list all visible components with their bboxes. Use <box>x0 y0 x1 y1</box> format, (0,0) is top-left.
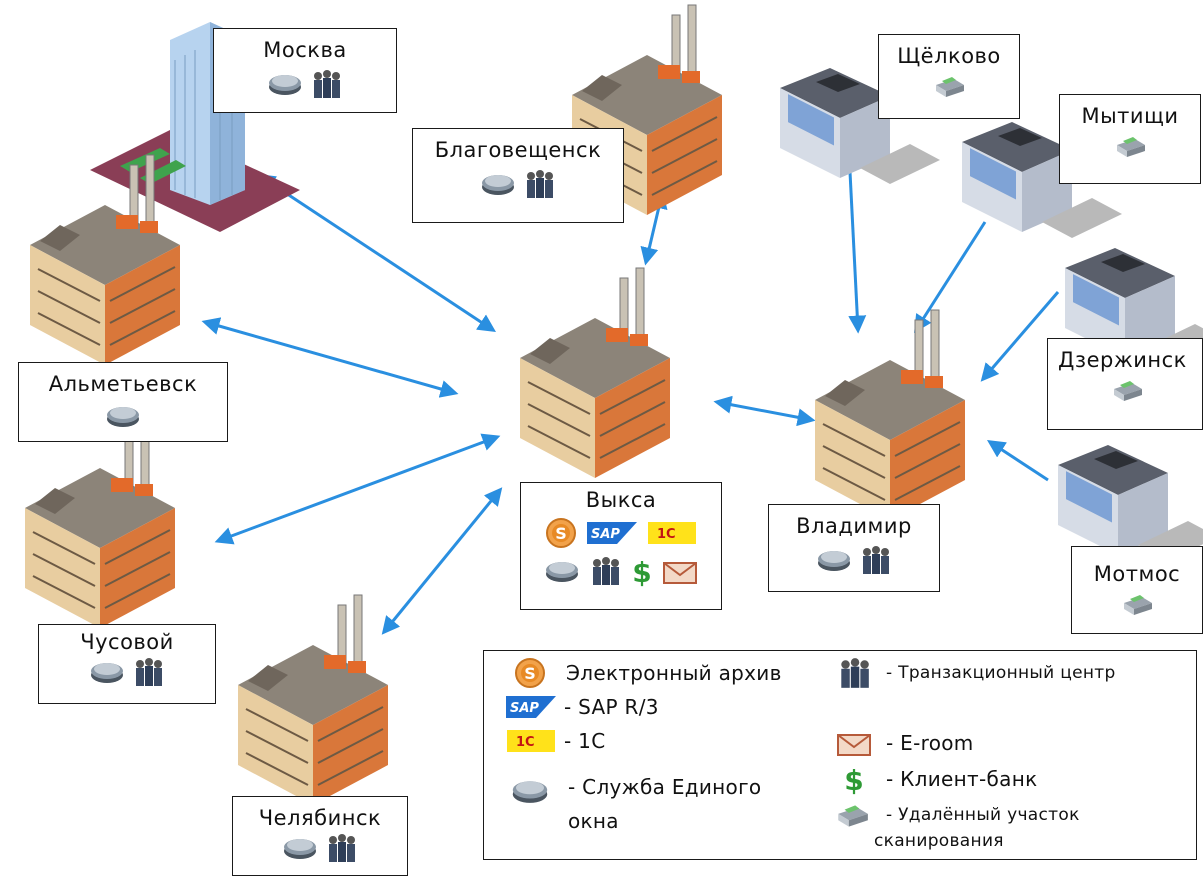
node-label-vladimir: Владимир <box>796 514 912 538</box>
onec-logo-icon: 1С <box>648 522 696 544</box>
sap-logo-icon: SAP <box>587 522 637 544</box>
single-window-icon <box>818 551 850 571</box>
node-label-chelyabinsk: Челябинск <box>258 806 382 830</box>
node-label-almetyevsk: Альметьевск <box>48 372 198 396</box>
node-chusovoy: Чусовой <box>38 624 216 704</box>
arrow-vyksa-vladimir <box>713 395 816 427</box>
svg-text:$: $ <box>632 556 651 587</box>
node-chelyabinsk: Челябинск <box>232 796 408 876</box>
factory-chusovoy-icon <box>24 417 176 629</box>
legend-item-remote: - Удалённый участок сканирования <box>834 803 1080 853</box>
transaction-center-icon <box>329 834 355 862</box>
transaction-center-icon <box>314 70 340 98</box>
legend-item-sap: SAP - SAP R/3 <box>506 695 659 719</box>
factory-chelyabinsk-icon <box>237 594 389 806</box>
node-label-chusovoy: Чусовой <box>80 630 174 654</box>
legend-text-onec: - 1С <box>564 729 606 753</box>
sap-logo-icon: SAP <box>506 696 556 718</box>
node-label-vyksa: Выкса <box>585 488 657 512</box>
legend-text-client-bank: - Клиент-банк <box>886 767 1038 791</box>
remote-scanner-icon <box>936 77 964 97</box>
legend-text-transaction: - Транзакционный центр <box>886 663 1116 683</box>
node-label-blagoveshchensk: Благовещенск <box>434 138 602 162</box>
legend-text-remote-2: сканирования <box>874 831 1004 851</box>
node-blagoveshchensk: Благовещенск <box>412 128 624 223</box>
svg-text:SAP: SAP <box>591 527 620 542</box>
arrow-chelyabinsk-vyksa <box>381 487 503 635</box>
legend-item-archive: S Электронный архив <box>514 657 782 689</box>
legend: S Электронный архив SAP - SAP R/3 1С - 1… <box>483 650 1197 860</box>
client-bank-icon: $ <box>632 556 651 587</box>
node-vladimir: Владимир <box>768 504 940 592</box>
transaction-center-icon <box>863 546 889 574</box>
svg-text:1С: 1С <box>516 735 535 750</box>
factory-vladimir-icon <box>814 309 966 521</box>
remote-scanner-icon <box>1117 137 1145 157</box>
legend-item-eroom: - E-room <box>836 729 974 757</box>
eroom-icon <box>663 562 697 584</box>
node-label-dzerzhinsk: Дзержинск <box>1058 348 1187 372</box>
svg-text:1С: 1С <box>657 527 676 542</box>
arrow-shchelkovo-vladimir <box>848 171 867 334</box>
arrow-moscow-vyksa <box>256 174 497 332</box>
legend-item-client-bank: $ - Клиент-банк <box>842 763 1037 795</box>
legend-text-single-window-2: окна <box>568 809 619 833</box>
single-window-icon <box>91 663 123 683</box>
office-motmos-icon <box>1058 445 1203 561</box>
connection-arrows <box>201 171 1060 635</box>
svg-text:S: S <box>555 524 567 543</box>
arrow-mytishchi-vladimir <box>914 221 987 334</box>
arrow-dzerzhinsk-vladimir <box>980 291 1060 382</box>
node-motmos: Мотмос <box>1071 546 1203 634</box>
node-label-moscow: Москва <box>263 38 347 62</box>
legend-item-onec: 1С - 1С <box>506 729 605 753</box>
legend-text-single-window-1: - Служба Единого <box>568 775 762 799</box>
electronic-archive-icon: S <box>515 658 545 688</box>
node-shchelkovo: Щёлково <box>878 34 1020 119</box>
single-window-icon <box>482 175 514 195</box>
electronic-archive-icon: S <box>546 518 576 548</box>
onec-logo-icon: 1С <box>507 730 555 752</box>
arrow-chusovoy-vyksa <box>214 433 501 545</box>
svg-text:S: S <box>524 664 536 683</box>
node-label-shchelkovo: Щёлково <box>897 44 1001 68</box>
arrow-almetyevsk-vyksa <box>201 317 459 398</box>
factory-vyksa-icon <box>519 267 671 479</box>
remote-scanner-icon <box>1124 595 1152 615</box>
svg-text:SAP: SAP <box>510 701 539 716</box>
node-vyksa: Выкса S SAP 1С $ <box>520 482 722 610</box>
node-mytishchi: Мытищи <box>1059 94 1201 184</box>
node-label-mytishchi: Мытищи <box>1081 104 1179 128</box>
node-almetyevsk: Альметьевск <box>18 362 228 442</box>
remote-scanner-icon <box>838 805 868 827</box>
legend-text-remote-1: - Удалённый участок <box>886 805 1080 825</box>
legend-text-sap: - SAP R/3 <box>564 695 659 719</box>
node-label-motmos: Мотмос <box>1093 562 1181 586</box>
svg-text:$: $ <box>844 764 863 795</box>
transaction-center-icon <box>527 170 553 198</box>
single-window-icon <box>269 75 301 95</box>
single-window-icon <box>512 781 548 803</box>
remote-scanner-icon <box>1114 381 1142 401</box>
legend-item-transaction: - Транзакционный центр <box>836 657 1116 689</box>
legend-text-archive: Электронный архив <box>566 661 782 685</box>
legend-text-eroom: - E-room <box>886 731 974 755</box>
arrow-motmos-vladimir <box>986 440 1049 482</box>
transaction-center-icon <box>841 658 869 688</box>
single-window-icon <box>546 562 578 582</box>
transaction-center-icon <box>593 557 619 585</box>
single-window-icon <box>107 407 139 427</box>
transaction-center-icon <box>136 658 162 686</box>
client-bank-icon: $ <box>844 764 863 795</box>
eroom-icon <box>837 734 871 756</box>
node-dzerzhinsk: Дзержинск <box>1047 338 1203 430</box>
single-window-icon <box>284 839 316 859</box>
legend-item-single-window: - Служба Единого окна <box>510 775 761 833</box>
node-moscow: Москва <box>213 28 397 113</box>
